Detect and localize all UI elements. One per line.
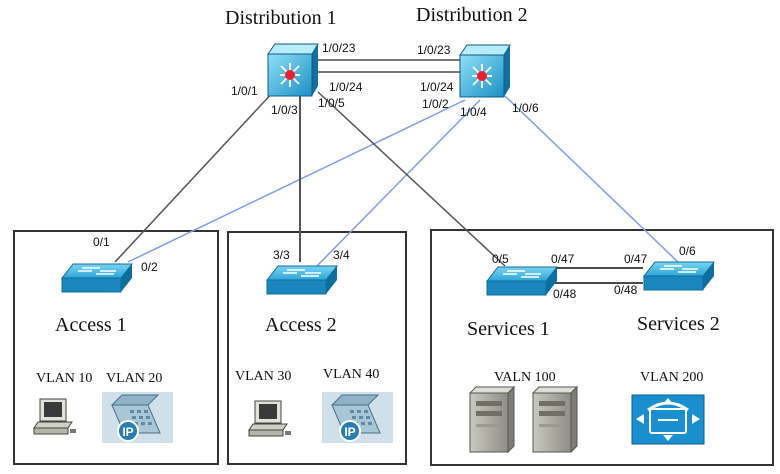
access2-pc-icon[interactable] bbox=[248, 400, 291, 437]
distribution2-switch-icon[interactable] bbox=[459, 44, 511, 98]
call-manager-icon[interactable] bbox=[631, 394, 705, 445]
link-d2-access1 bbox=[127, 99, 466, 263]
port-label: 0/2 bbox=[141, 260, 158, 274]
distribution1-title: Distribution 1 bbox=[225, 7, 337, 29]
port-label: 1/0/23 bbox=[417, 43, 451, 57]
ip-phone-label: IP bbox=[122, 425, 133, 439]
port-label: 1/0/5 bbox=[318, 96, 345, 110]
port-label: 0/48 bbox=[614, 283, 638, 297]
port-label: 0/1 bbox=[93, 235, 110, 249]
port-label: 1/0/4 bbox=[460, 105, 487, 119]
vlan-label: VLAN 20 bbox=[106, 371, 162, 386]
port-label: 1/0/24 bbox=[329, 80, 363, 94]
port-label: 0/47 bbox=[624, 252, 648, 266]
vlan-label: VLAN 200 bbox=[640, 370, 703, 385]
vlan-label: VALN 100 bbox=[494, 370, 556, 385]
port-label: 0/47 bbox=[551, 252, 575, 266]
server-icon[interactable] bbox=[531, 385, 579, 454]
server-icon[interactable] bbox=[468, 385, 516, 454]
services1-switch-icon[interactable] bbox=[485, 266, 559, 296]
link-d1-services1 bbox=[317, 91, 506, 267]
vlan-label: VLAN 10 bbox=[36, 371, 92, 386]
port-label: 1/0/6 bbox=[512, 101, 539, 115]
port-label: 3/4 bbox=[333, 248, 350, 262]
access1-switch-icon[interactable] bbox=[60, 263, 134, 293]
vlan-label: VLAN 30 bbox=[235, 369, 291, 384]
access1-title: Access 1 bbox=[55, 314, 127, 336]
port-label: 1/0/24 bbox=[420, 80, 454, 94]
link-d2-services2 bbox=[504, 95, 679, 263]
services-enclosure bbox=[430, 229, 774, 466]
port-label: 0/5 bbox=[492, 252, 509, 266]
vlan-label: VLAN 40 bbox=[323, 367, 379, 382]
link-d2-access2 bbox=[314, 99, 481, 269]
access1-enclosure bbox=[13, 230, 219, 465]
port-label: 1/0/2 bbox=[422, 97, 449, 111]
link-d1-access1 bbox=[114, 89, 276, 263]
access1-pc-icon[interactable] bbox=[33, 398, 76, 435]
access2-ip-phone-icon[interactable]: IP bbox=[322, 392, 393, 443]
services2-switch-icon[interactable] bbox=[642, 261, 716, 291]
distribution2-title: Distribution 2 bbox=[416, 4, 528, 26]
distribution1-switch-icon[interactable] bbox=[267, 43, 319, 97]
access2-enclosure bbox=[227, 231, 407, 465]
port-label: 1/0/1 bbox=[231, 84, 258, 98]
port-label: 1/0/23 bbox=[322, 41, 356, 55]
port-label: 0/6 bbox=[679, 244, 696, 258]
port-label: 3/3 bbox=[273, 248, 290, 262]
port-label: 0/48 bbox=[553, 287, 577, 301]
services1-title: Services 1 bbox=[467, 318, 550, 340]
access2-title: Access 2 bbox=[265, 314, 337, 336]
ip-phone-label: IP bbox=[344, 425, 355, 439]
access2-switch-icon[interactable] bbox=[265, 265, 339, 295]
port-label: 1/0/3 bbox=[271, 103, 298, 117]
services2-title: Services 2 bbox=[637, 313, 720, 335]
access1-ip-phone-icon[interactable]: IP bbox=[102, 392, 173, 443]
